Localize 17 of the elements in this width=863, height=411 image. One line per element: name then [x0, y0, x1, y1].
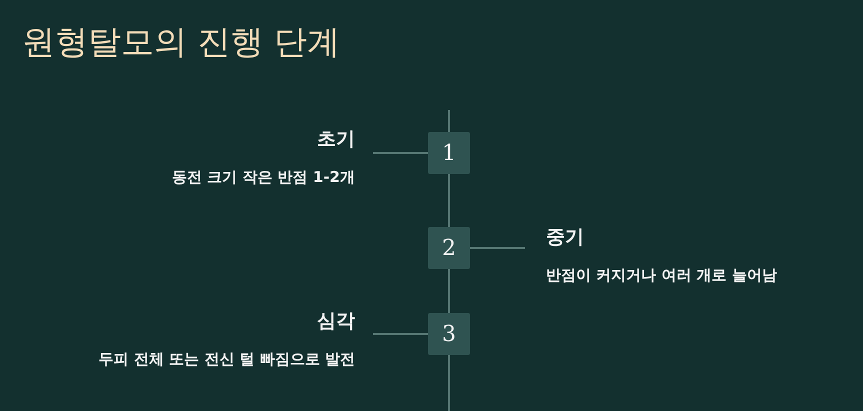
stage-description: 반점이 커지거나 여러 개로 늘어남	[546, 266, 777, 285]
connector-line	[448, 355, 450, 411]
connector-line	[448, 110, 450, 132]
connector-line	[373, 152, 428, 154]
connector-line	[373, 333, 428, 335]
title: 원형탈모의 진행 단계	[22, 22, 340, 62]
stage-heading: 심각	[317, 309, 355, 334]
stage-description: 두피 전체 또는 전신 털 빠짐으로 발전	[98, 350, 355, 369]
step-number-box: 3	[428, 313, 470, 355]
step-number-box: 2	[428, 227, 470, 269]
stage-description: 동전 크기 작은 반점 1-2개	[172, 168, 355, 187]
connector-line	[448, 174, 450, 227]
stage-heading: 중기	[546, 225, 584, 250]
connector-line	[470, 247, 525, 249]
stage-heading: 초기	[317, 127, 355, 152]
connector-line	[448, 269, 450, 313]
step-number-box: 1	[428, 132, 470, 174]
